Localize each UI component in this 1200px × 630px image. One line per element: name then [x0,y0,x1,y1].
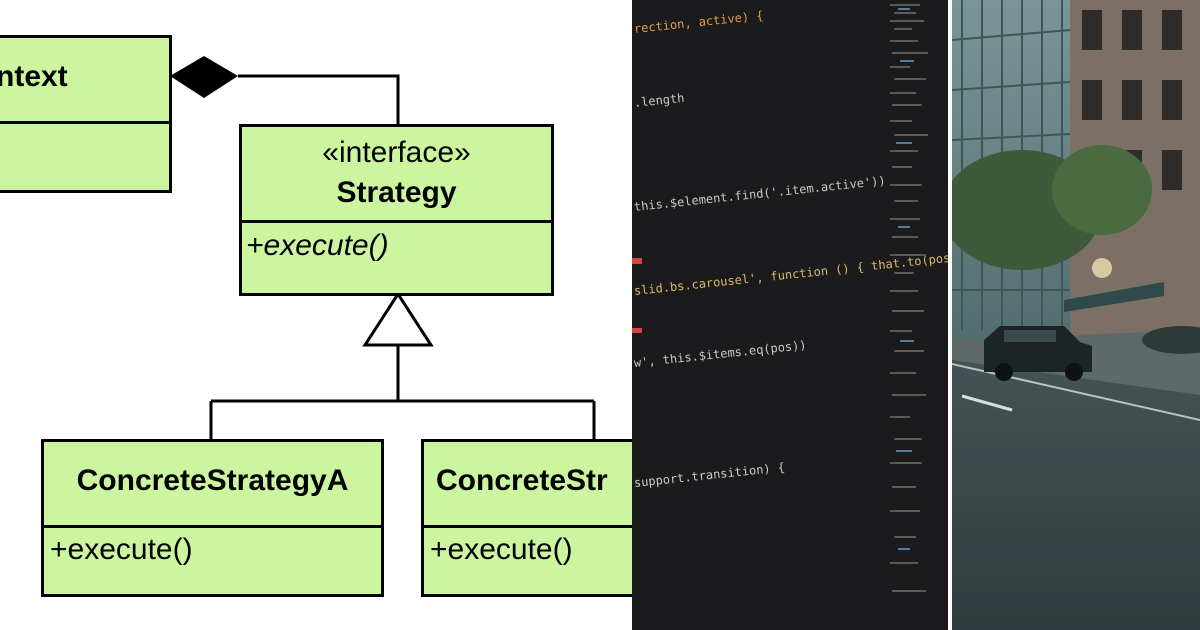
parked-car [984,326,1092,381]
context-divider [0,121,169,124]
composition-line [238,74,400,126]
strategy-interface-box [239,124,554,296]
uml-diagram-panel: ntext «interface» Strategy +execute() Co… [0,35,632,597]
strategy-operation: +execute() [246,229,389,262]
street-photo [952,0,1200,630]
strategy-stereotype: «interface» [322,136,471,169]
concrete-strategy-a-box [41,439,384,597]
code-editor-photo: rection, active) { .length this.$element… [632,0,948,630]
code-line: this.$element.find('.item.active')) [633,173,887,214]
street-scene [952,0,1200,630]
syntax-marker [632,258,642,264]
strategy-divider [242,220,551,223]
concrete-strategy-a-name: ConcreteStrategyA [76,464,349,497]
concrete-strategy-b-box [421,439,632,597]
code-line: support.transition) { [633,460,786,490]
code-line: rection, active) { [633,8,765,36]
composition-diamond [170,56,238,98]
code-line: .length [633,90,686,110]
concrete-strategy-b-operation: +execute() [430,533,573,566]
shop-sign [1092,258,1112,278]
context-class-name: ntext [0,60,68,93]
shop-awning [1064,282,1164,312]
road [952,360,1200,630]
concrete-strategy-b-name: ConcreteStr [436,464,608,497]
uml-connectors [170,56,596,440]
panel-divider [948,0,952,630]
lane-marking [961,394,1013,412]
context-class-box [0,35,172,193]
syntax-marker [632,328,642,333]
code-line: w', this.$items.eq(pos)) [633,337,808,370]
concrete-b-divider [424,525,632,528]
concrete-a-divider [44,525,381,528]
strategy-name: Strategy [336,176,457,209]
code-minimap [890,4,928,592]
concrete-strategy-a-operation: +execute() [50,533,193,566]
generalization-triangle [362,291,434,347]
